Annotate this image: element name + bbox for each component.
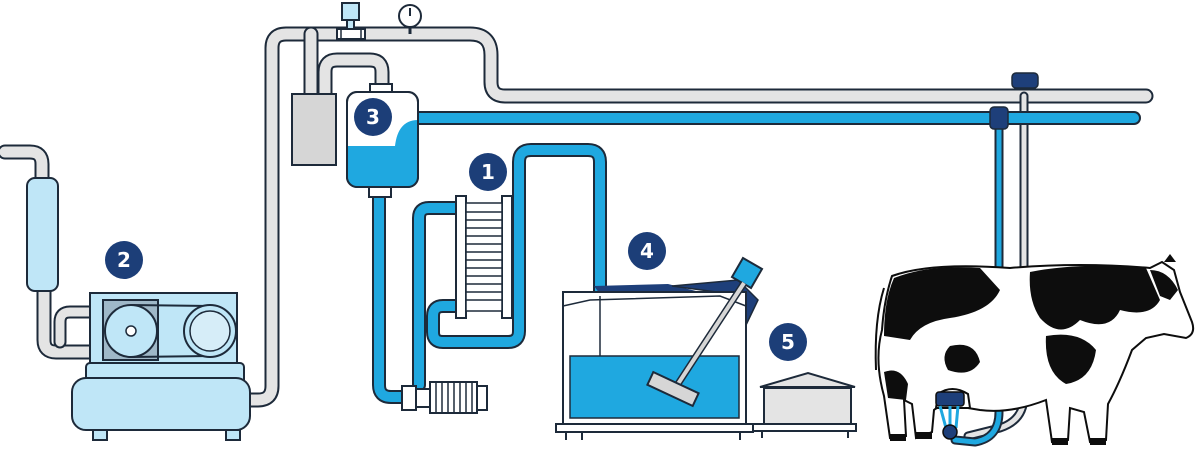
vacuum-gauge-icon [398, 4, 422, 34]
plate-heat-exchanger [455, 195, 513, 319]
milk-transfer-pump [401, 381, 488, 414]
bulk-milk-tank [555, 256, 764, 440]
badge-label: 2 [117, 248, 131, 272]
badge-label: 5 [781, 330, 795, 354]
vacuum-pump-unit [71, 292, 251, 441]
milk-pipe-network [372, 111, 1141, 447]
milk-line-clamp [989, 106, 1009, 130]
badge-washer: 5 [769, 323, 807, 361]
vacuum-regulator-icon [336, 2, 366, 40]
wash-unit [752, 371, 857, 438]
badge-label: 1 [481, 160, 495, 184]
vacuum-line-clamp [1011, 72, 1039, 89]
badge-label: 4 [640, 239, 654, 263]
cow-illustration [874, 254, 1195, 445]
milking-cluster [935, 391, 965, 440]
vacuum-interceptor-box [291, 93, 337, 166]
badge-vacuum-pump: 2 [105, 241, 143, 279]
badge-milk-tank: 4 [628, 232, 666, 270]
exhaust-silencer [26, 177, 59, 292]
badge-receiver: 3 [354, 98, 392, 136]
badge-label: 3 [366, 105, 380, 129]
tank-agitator [646, 256, 764, 408]
badge-heat-exchanger: 1 [469, 153, 507, 191]
